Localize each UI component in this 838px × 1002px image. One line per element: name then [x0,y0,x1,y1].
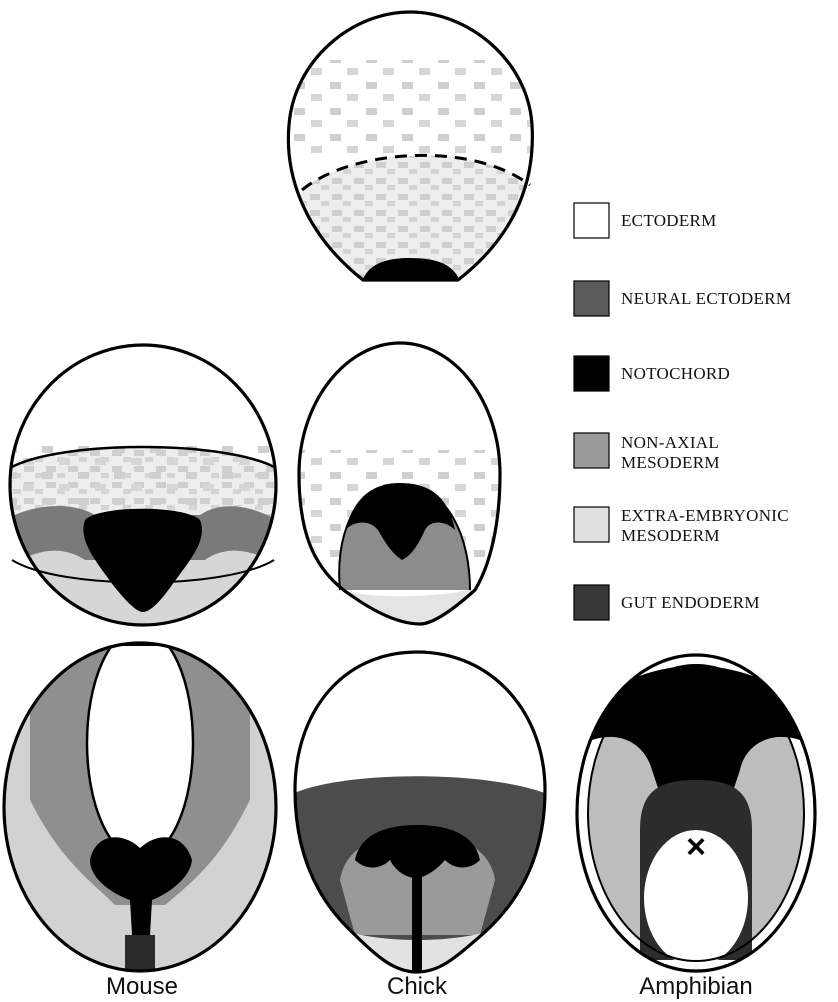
legend-item-extra-embryonic-mesoderm: EXTRA-EMBRYONIC MESODERM [574,506,793,545]
svg-text:EXTRA-EMBRYONIC MESODE: EXTRA-EMBRYONIC MESODERM [621,506,793,545]
legend-label-notochord: NOTOCHORD [621,364,730,383]
caption-amphibian: Amphibian [639,973,752,1000]
blastopore-marker: × [686,828,706,866]
legend-swatch-notochord [574,356,609,391]
embryo-amphibian: × [577,655,815,971]
svg-text:NON-AXIAL MESODERM: NON-AXIAL MESODERM [621,433,723,472]
svg-text:NEURAL ECTODERM: NEURAL ECTODERM [621,289,791,308]
legend-swatch-ectoderm [574,203,609,238]
caption-chick: Chick [387,973,448,1000]
legend-item-ectoderm: ECTODERM [574,203,717,238]
embryo-chick [290,652,550,980]
legend-swatch-gut-endoderm [574,585,609,620]
embryo-chick-mid [290,340,510,630]
legend-item-neural-ectoderm: NEURAL ECTODERM [574,281,791,316]
embryo-mouse-mid [0,345,290,640]
legend-label-extra-embryonic-line2: MESODERM [621,526,720,545]
legend-label-gut-endoderm: GUT ENDODERM [621,593,760,612]
caption-mouse: Mouse [106,973,178,1000]
legend-swatch-neural-ectoderm [574,281,609,316]
legend-label-extra-embryonic-line1: EXTRA-EMBRYONIC [621,506,789,525]
legend-label-ectoderm: ECTODERM [621,211,717,230]
svg-text:GUT ENDODERM: GUT ENDODERM [621,593,760,612]
legend: ECTODERM NEURAL ECTODERM NOTOCHORD NON-A… [574,203,793,620]
legend-label-non-axial-line2: MESODERM [621,453,720,472]
svg-text:NOTOCHORD: NOTOCHORD [621,364,730,383]
legend-swatch-extra-embryonic-mesoderm [574,507,609,542]
legend-label-neural-ectoderm: NEURAL ECTODERM [621,289,791,308]
legend-swatch-non-axial-mesoderm [574,433,609,468]
embryo-mouse [4,628,276,975]
legend-item-non-axial-mesoderm: NON-AXIAL MESODERM [574,433,723,472]
legend-item-gut-endoderm: GUT ENDODERM [574,585,760,620]
legend-item-notochord: NOTOCHORD [574,356,730,391]
embryo-top [270,12,550,292]
legend-label-non-axial-line1: NON-AXIAL [621,433,718,452]
svg-text:ECTODERM: ECTODERM [621,211,717,230]
